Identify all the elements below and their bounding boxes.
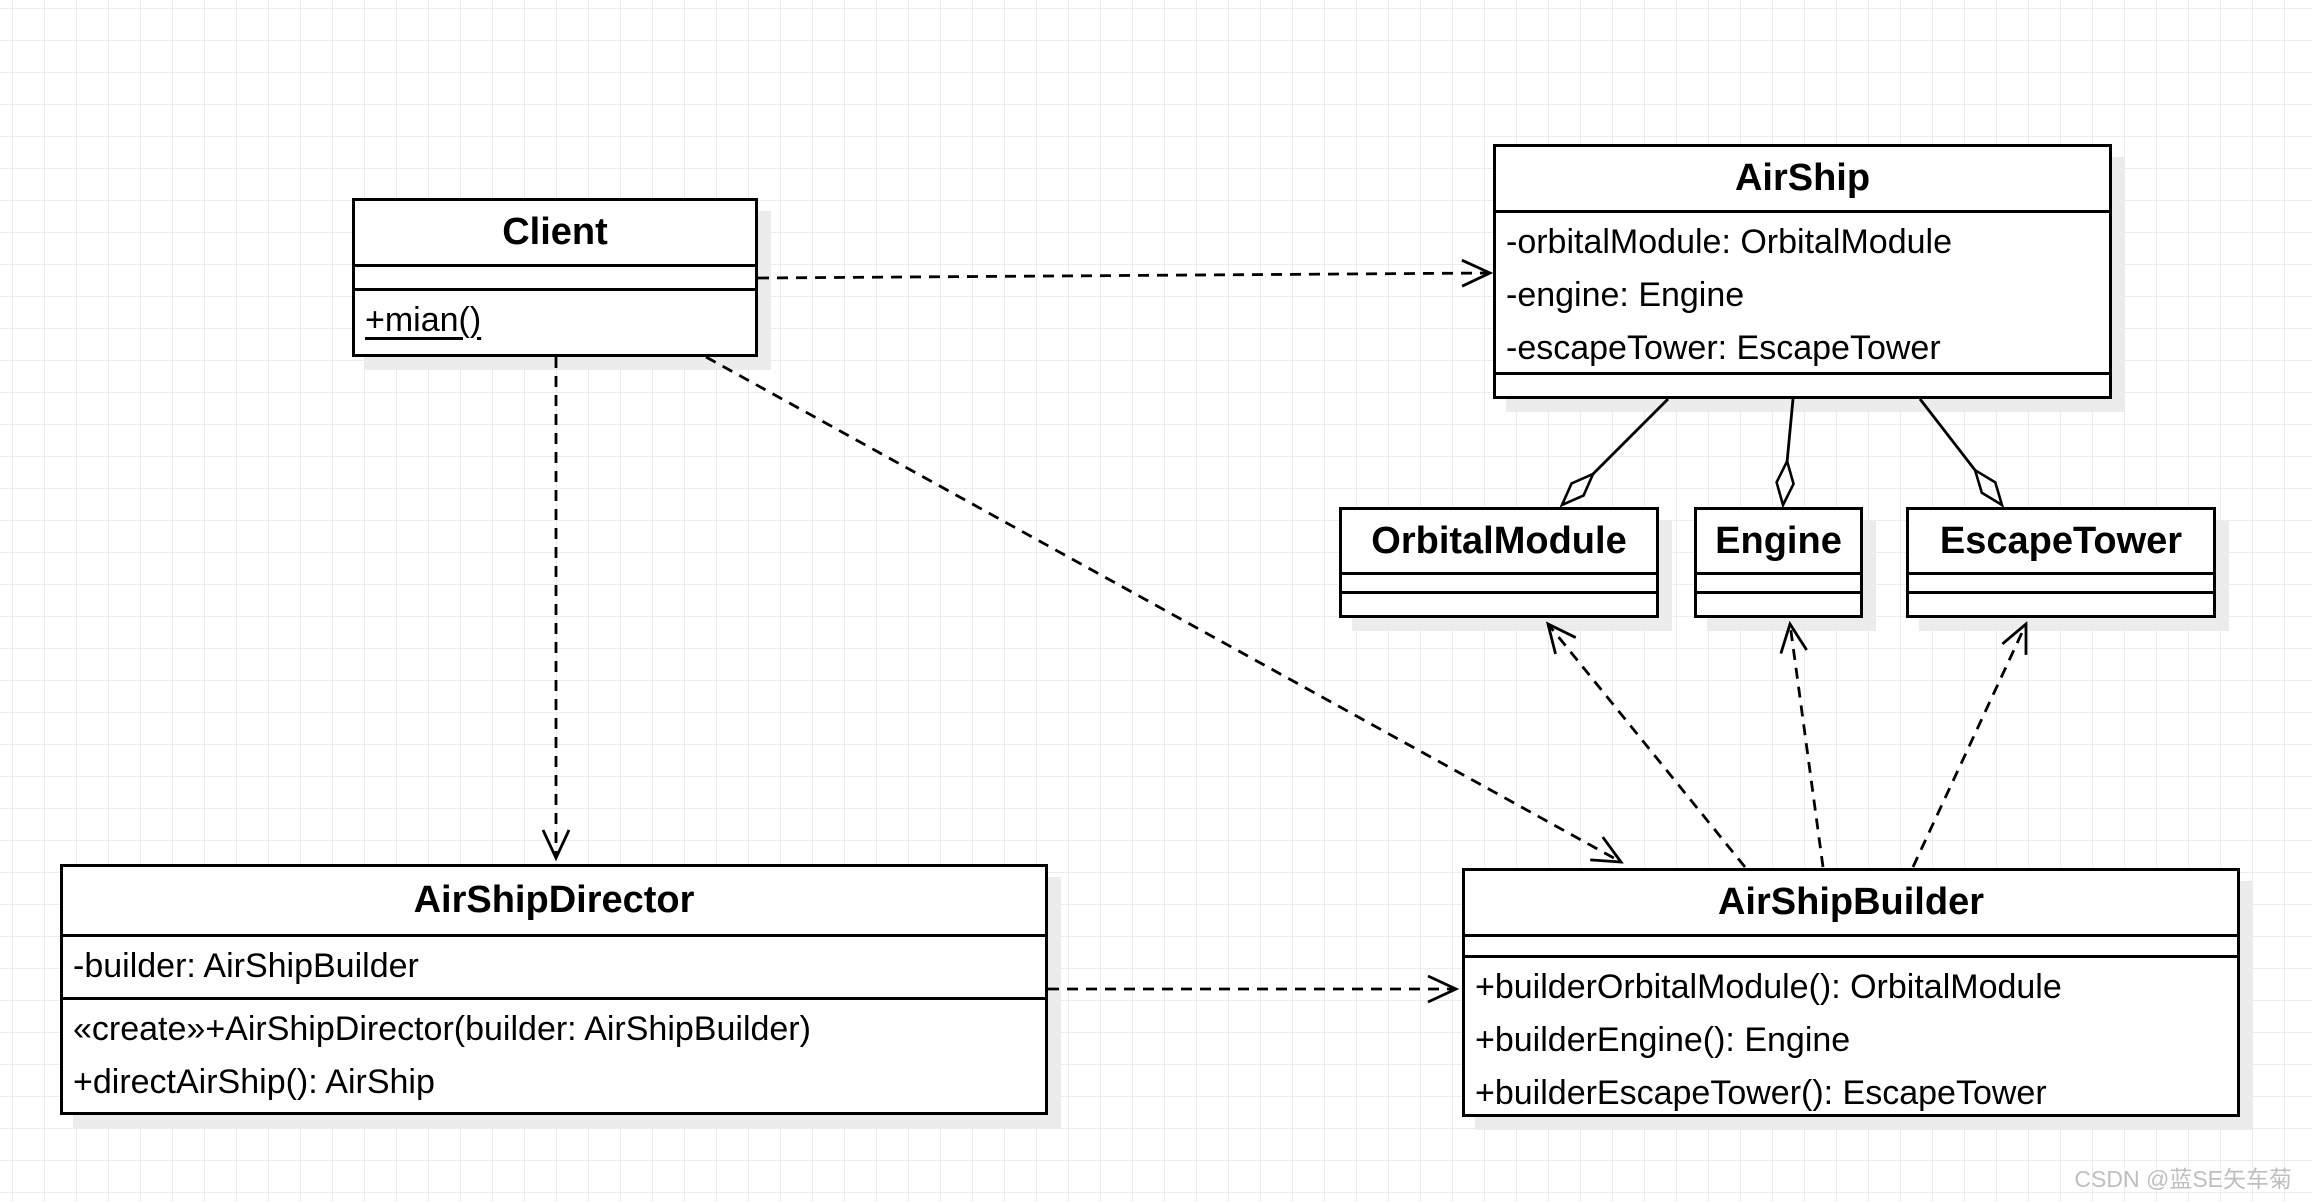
class-client-attributes xyxy=(355,267,755,291)
method-builderorbitalmodule: +builderOrbitalModule(): OrbitalModule xyxy=(1475,968,2062,1006)
method-directairship: +directAirShip(): AirShip xyxy=(73,1063,435,1101)
class-airshipdirector-methods: «create»+AirShipDirector(builder: AirShi… xyxy=(63,1000,1045,1112)
method-builderescapetower: +builderEscapeTower(): EscapeTower xyxy=(1475,1074,2047,1112)
method-create-airshipdirector: «create»+AirShipDirector(builder: AirShi… xyxy=(73,1010,811,1048)
class-airshipbuilder-title: AirShipBuilder xyxy=(1465,871,2237,937)
class-orbitalmodule-attributes xyxy=(1342,575,1656,594)
class-airshipdirector-attributes: -builder: AirShipBuilder xyxy=(63,937,1045,1000)
aggregation-airship-escapetower[interactable] xyxy=(1918,398,2002,505)
attribute-orbitalmodule: -orbitalModule: OrbitalModule xyxy=(1506,223,1952,261)
dependency-airshipbuilder-to-engine[interactable] xyxy=(1790,624,1825,868)
class-client[interactable]: Client +mian() xyxy=(352,198,758,357)
class-airshipdirector-title: AirShipDirector xyxy=(63,867,1045,937)
class-escapetower-attributes xyxy=(1909,575,2213,594)
class-orbitalmodule-title: OrbitalModule xyxy=(1342,510,1656,575)
class-airshipbuilder[interactable]: AirShipBuilder +builderOrbitalModule(): … xyxy=(1462,868,2240,1117)
method-builderengine: +builderEngine(): Engine xyxy=(1475,1021,1851,1059)
method-mian: +mian() xyxy=(365,301,482,339)
attribute-escapetower: -escapeTower: EscapeTower xyxy=(1506,329,1941,367)
dependency-client-to-airship[interactable] xyxy=(757,273,1490,278)
watermark: CSDN @蓝SE矢车菊 xyxy=(2074,1166,2292,1192)
class-airship-methods xyxy=(1496,375,2109,396)
aggregation-airship-engine[interactable] xyxy=(1783,398,1793,505)
aggregation-airship-orbitalmodule[interactable] xyxy=(1562,398,1669,505)
class-airship-attributes: -orbitalModule: OrbitalModule -engine: E… xyxy=(1496,213,2109,375)
class-orbitalmodule-methods xyxy=(1342,594,1656,615)
attribute-builder: -builder: AirShipBuilder xyxy=(73,947,419,985)
class-airship[interactable]: AirShip -orbitalModule: OrbitalModule -e… xyxy=(1493,144,2112,399)
class-escapetower-methods xyxy=(1909,594,2213,615)
class-engine[interactable]: Engine xyxy=(1694,507,1863,618)
class-airship-title: AirShip xyxy=(1496,147,2109,213)
class-engine-attributes xyxy=(1697,575,1860,594)
class-airshipdirector[interactable]: AirShipDirector -builder: AirShipBuilder… xyxy=(60,864,1048,1115)
class-client-title: Client xyxy=(355,201,755,267)
class-escapetower[interactable]: EscapeTower xyxy=(1906,507,2216,618)
class-client-methods: +mian() xyxy=(355,291,755,354)
dependency-airshipbuilder-to-escapetower[interactable] xyxy=(1911,624,2026,868)
attribute-engine: -engine: Engine xyxy=(1506,276,1745,314)
class-airshipbuilder-attributes xyxy=(1465,937,2237,958)
class-airshipbuilder-methods: +builderOrbitalModule(): OrbitalModule +… xyxy=(1465,958,2237,1120)
class-engine-methods xyxy=(1697,594,1860,615)
class-escapetower-title: EscapeTower xyxy=(1909,510,2213,575)
dependency-client-to-airshipbuilder[interactable] xyxy=(705,355,1621,862)
class-engine-title: Engine xyxy=(1697,510,1860,575)
class-orbitalmodule[interactable]: OrbitalModule xyxy=(1339,507,1659,618)
dependency-airshipbuilder-to-orbitalmodule[interactable] xyxy=(1548,624,1747,868)
